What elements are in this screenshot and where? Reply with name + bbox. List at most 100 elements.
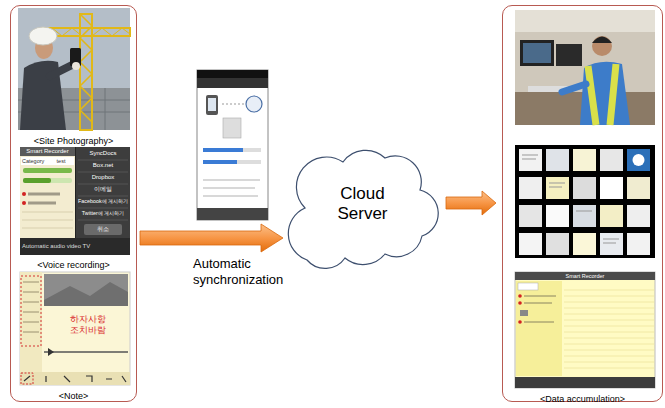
voice-recorder-screen — [76, 147, 130, 238]
screen-text: Twitter에 게시하기 — [76, 210, 130, 216]
data-screen — [516, 281, 562, 376]
screen-text: Box.net — [76, 162, 130, 169]
thumbnail-grid — [519, 149, 542, 171]
office-photo — [515, 10, 655, 125]
thumbnail-grid — [546, 233, 569, 255]
voice-recorder-screen — [20, 147, 130, 255]
note-screen — [20, 272, 42, 372]
note-screen — [20, 272, 130, 385]
office-photo — [592, 37, 612, 44]
data-screen — [515, 377, 655, 388]
office-photo — [562, 84, 586, 92]
office-photo — [515, 10, 655, 32]
screen-text: Category — [22, 158, 50, 165]
upload-phone-screen — [203, 160, 261, 164]
upload-phone-screen — [246, 96, 262, 112]
thumbnail-grid — [519, 177, 542, 199]
voice-recorder-screen — [23, 168, 72, 173]
upload-phone-screen — [197, 78, 268, 88]
data-screen — [515, 272, 655, 280]
upload-phone-screen — [206, 95, 218, 115]
thumbnail-grid — [600, 149, 623, 171]
data-screen — [524, 303, 552, 304]
data-screen — [524, 296, 556, 297]
screen-text: Smart Recorder — [515, 273, 655, 280]
voice-recorder-screen — [20, 147, 130, 255]
thumbnail-grid — [600, 177, 623, 199]
upload-phone-screen — [203, 148, 243, 152]
thumbnail-grid — [546, 205, 569, 227]
voice-recorder-screen — [22, 192, 26, 196]
data-screen — [518, 320, 522, 324]
voice-recorder-screen — [28, 202, 56, 205]
data-screen — [515, 272, 655, 388]
screen-text: Dropbox — [76, 174, 130, 181]
data-screen — [518, 294, 522, 298]
thumbnail-grid — [546, 177, 569, 199]
upload-phone-screen — [197, 70, 268, 220]
voice-recorder-screen — [22, 212, 73, 228]
voice-recorder-screen — [84, 224, 122, 235]
caption-text: <Site Photography> — [11, 135, 136, 147]
note-screen — [44, 282, 128, 306]
thumbnail-grid — [627, 177, 650, 199]
data-screen — [518, 301, 522, 305]
screen-text: 취소 — [84, 226, 122, 233]
cloud-label: Cloud Server — [323, 184, 403, 225]
note-screen — [23, 282, 39, 332]
voice-recorder-screen — [21, 157, 74, 165]
screen-text: 하자사항 조치바람 — [70, 314, 114, 336]
data-screen — [515, 272, 655, 388]
upload-phone-screen — [222, 104, 246, 105]
thumbnail-grid — [515, 145, 655, 258]
thumbnail-grid — [573, 149, 596, 171]
office-photo — [515, 10, 655, 125]
note-screen — [44, 274, 128, 306]
sync-arrow — [140, 224, 283, 252]
sync-arrow — [446, 191, 496, 215]
office-photo — [523, 43, 551, 63]
office-photo — [588, 64, 616, 125]
office-photo — [520, 40, 554, 66]
site-photo — [72, 62, 80, 70]
upload-phone-screen — [203, 160, 237, 164]
caption-text: <Note> — [11, 390, 136, 402]
site-photo — [80, 14, 92, 130]
upload-phone-screen — [203, 180, 260, 196]
thumbnail-grid — [627, 233, 650, 255]
screen-text: Automatic audio video TV — [22, 243, 128, 250]
note-screen — [20, 272, 130, 385]
caption-text: <Voice recording> — [11, 259, 136, 271]
thumbnail-grid — [546, 149, 569, 171]
office-photo — [592, 36, 612, 56]
voice-recorder-screen — [20, 147, 75, 156]
upload-phone-screen — [197, 70, 268, 220]
site-photo — [50, 64, 74, 76]
voice-recorder-screen — [22, 201, 26, 205]
site-photo — [18, 8, 130, 130]
screen-text: SyncDocs — [76, 150, 130, 157]
note-screen — [48, 348, 54, 356]
caption-text: <Data accumulation> — [503, 393, 662, 405]
data-screen — [520, 310, 528, 316]
edge-label: Automatic synchronization — [193, 256, 301, 287]
thumbnail-grid — [519, 233, 542, 255]
voice-recorder-screen — [20, 238, 130, 255]
upload-phone-screen — [208, 98, 216, 111]
site-photo — [80, 14, 92, 122]
thumbnail-grid — [627, 205, 650, 227]
thumbnail-grid — [627, 149, 650, 171]
thumbnail-grid — [573, 205, 596, 227]
cloud-outline — [288, 150, 438, 268]
voice-recorder-screen — [23, 178, 72, 183]
site-photo — [18, 8, 130, 130]
office-photo — [556, 44, 582, 66]
upload-phone-screen — [203, 148, 261, 152]
voice-recorder-screen — [23, 178, 51, 183]
note-screen — [21, 276, 41, 346]
thumbnail-grid — [573, 177, 596, 199]
voice-recorder-screen — [20, 147, 75, 238]
screen-text: test — [50, 158, 72, 165]
thumbnail-grid — [522, 155, 619, 243]
